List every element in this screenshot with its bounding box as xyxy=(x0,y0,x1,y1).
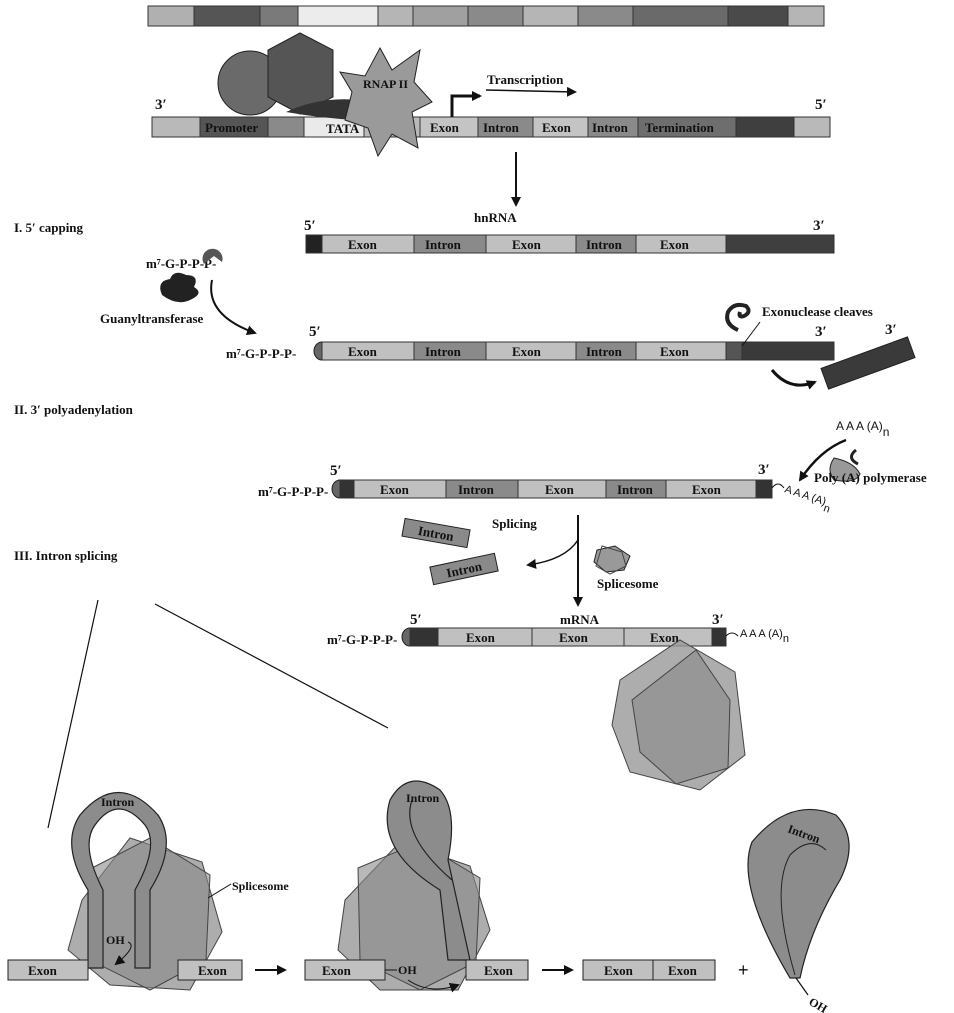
splicing-label: Splicing xyxy=(492,516,537,531)
polya-polymerase-label: Poly (A) polymerase xyxy=(814,470,927,485)
polya-cap-structure xyxy=(332,480,340,498)
transcription-start-arrow xyxy=(452,96,480,117)
polya-segment-label: Intron xyxy=(458,482,495,497)
splicing-out-arrow xyxy=(528,540,578,565)
hnrna-strand xyxy=(306,235,834,253)
polya-tail-link xyxy=(772,484,784,488)
mrna-segment-label: Exon xyxy=(559,630,589,645)
hnrna-segment-label: Intron xyxy=(586,237,623,252)
mechanism-panel-1: Intron OH Splicesome Exon Exon xyxy=(8,793,289,991)
polya-tail-free: A A A (A)n xyxy=(836,419,889,439)
step-splicing-label: III. Intron splicing xyxy=(14,548,118,563)
capped-segment-label: Intron xyxy=(586,344,623,359)
plus-sign: + xyxy=(738,960,749,980)
capped-5prime: 5′ xyxy=(309,324,321,340)
capped-segment-label: Exon xyxy=(660,344,690,359)
gene-segment-label: Exon xyxy=(430,120,460,135)
mrna-tail-link xyxy=(726,633,738,636)
mech1-spliceosome-label: Splicesome xyxy=(232,879,289,893)
mrna-segment-label: Exon xyxy=(466,630,496,645)
mech1-oh-label: OH xyxy=(106,933,125,947)
exonuclease-label: Exonuclease cleaves xyxy=(762,304,873,319)
hnrna-title: hnRNA xyxy=(474,210,517,225)
mech1-intron-label: Intron xyxy=(101,795,134,809)
top-banded-bar xyxy=(148,6,824,26)
mech3-exon-left-label: Exon xyxy=(604,963,634,978)
mechanism-panel-2: Intron Exon OH Exon xyxy=(305,781,528,990)
polya-segment-label: Exon xyxy=(545,482,575,497)
polya-segment-label: Intron xyxy=(617,482,654,497)
mech3-exon-right-label: Exon xyxy=(668,963,698,978)
mech1-exon-right-label: Exon xyxy=(198,963,228,978)
gene-3prime-end: 3′ xyxy=(155,97,167,113)
guanyltransferase-enzyme xyxy=(160,273,198,302)
exonuclease-enzyme xyxy=(727,305,748,330)
capped-cap-label: m⁷-G-P-P-P- xyxy=(226,346,296,361)
polya-polymerase-detail xyxy=(851,450,858,464)
mrna-3prime: 3′ xyxy=(712,612,724,628)
hnrna-segment-label: Exon xyxy=(512,237,542,252)
polya-segment-label: Exon xyxy=(380,482,410,497)
mech2-exon-right-label: Exon xyxy=(484,963,514,978)
polya-tail-attached: A A A (A)n xyxy=(781,483,833,515)
promoter-label: Promoter xyxy=(205,120,258,135)
mech3-oh-label: OH xyxy=(807,994,831,1013)
mrna-5prime: 5′ xyxy=(410,612,422,628)
gene-segment-label: Exon xyxy=(542,120,572,135)
hnrna-segment-label: Exon xyxy=(348,237,378,252)
capped-strand xyxy=(322,342,834,360)
lariat-tail xyxy=(796,978,808,995)
rnap-ii-label: RNAP II xyxy=(363,77,408,91)
capped-segment-label: Intron xyxy=(425,344,462,359)
gene-segment-label: Termination xyxy=(645,120,715,135)
mech2-oh-label: OH xyxy=(398,963,417,977)
mrna-title: mRNA xyxy=(560,612,600,627)
excised-intron-1: Intron xyxy=(402,518,470,547)
polya-5prime: 5′ xyxy=(330,463,342,479)
mech1-exon-left-label: Exon xyxy=(28,963,58,978)
mech1-spliceosome-pointer xyxy=(208,884,231,898)
capped-segment-label: Exon xyxy=(348,344,378,359)
polya-segment-label: Exon xyxy=(692,482,722,497)
gene-segment-label: Intron xyxy=(483,120,520,135)
mechanism-panel-3: Exon Exon + Intron OH xyxy=(583,640,849,1013)
cleaved-fragment xyxy=(821,337,915,389)
cleavage-arrow xyxy=(772,370,815,385)
mech2-intron-label: Intron xyxy=(406,791,439,805)
excised-intron-2: Intron xyxy=(430,553,498,584)
fragment-3prime: 3′ xyxy=(885,322,897,338)
gene-5prime-end: 5′ xyxy=(815,97,827,113)
capped-3prime: 3′ xyxy=(815,324,827,340)
polya-cap-label: m⁷-G-P-P-P- xyxy=(258,484,328,499)
cap-structure xyxy=(314,342,322,360)
zoom-line-left xyxy=(48,600,98,828)
hnrna-5prime: 5′ xyxy=(304,218,316,234)
capped-segment-label: Exon xyxy=(512,344,542,359)
mrna-cap-structure xyxy=(402,628,410,646)
transcription-direction-arrow xyxy=(486,90,575,92)
polya-3prime: 3′ xyxy=(758,462,770,478)
capping-arrow xyxy=(211,280,255,333)
guanyltransferase-label: Guanyltransferase xyxy=(100,311,204,326)
transcription-label: Transcription xyxy=(487,72,564,87)
spliceosome-label: Splicesome xyxy=(597,576,659,591)
step-polyadenylation-label: II. 3′ polyadenylation xyxy=(14,402,134,417)
hnrna-segment-label: Intron xyxy=(425,237,462,252)
hnrna-segment-label: Exon xyxy=(660,237,690,252)
step-capping-label: I. 5′ capping xyxy=(14,220,84,235)
zoom-line-right xyxy=(155,604,388,728)
mrna-tail: A A A (A)n xyxy=(740,628,789,645)
rnap-ii-enzyme xyxy=(340,48,432,156)
gene-segment-label: Intron xyxy=(592,120,629,135)
hnrna-3prime: 3′ xyxy=(813,218,825,234)
mech2-exon-left-label: Exon xyxy=(322,963,352,978)
mrna-cap-label: m⁷-G-P-P-P- xyxy=(327,632,397,647)
